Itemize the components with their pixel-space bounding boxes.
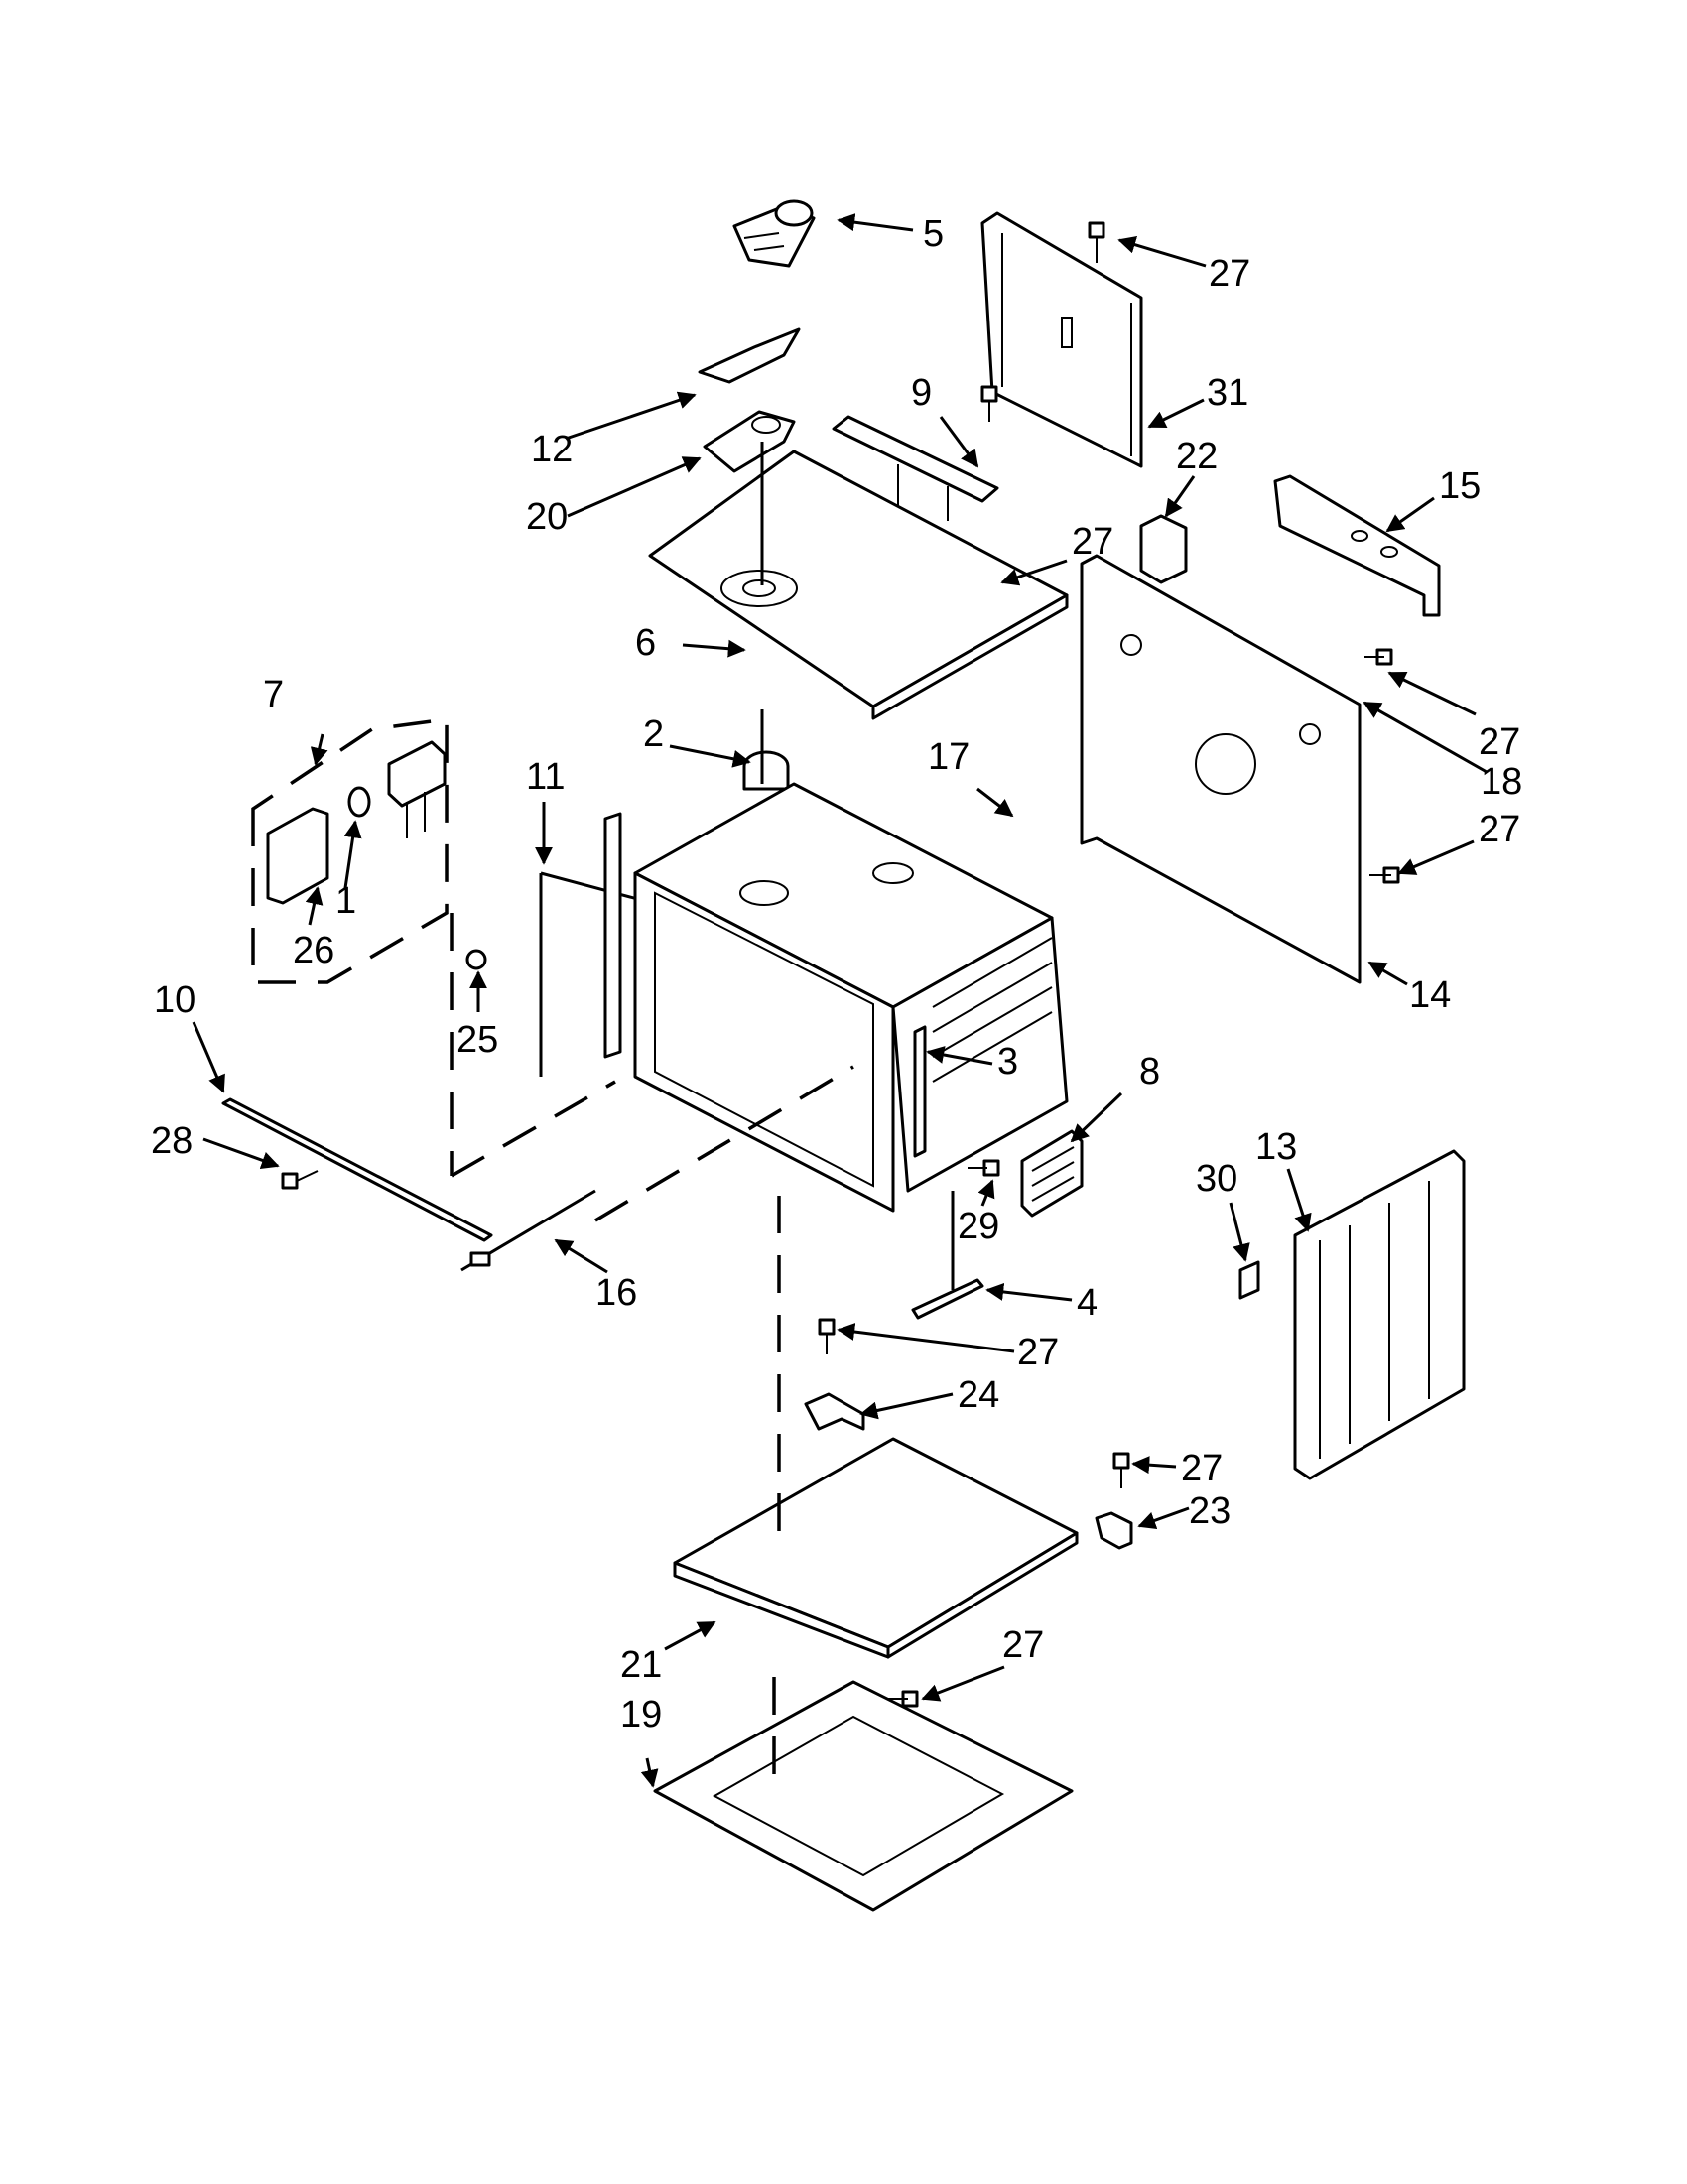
- part-16-probe: [460, 1189, 596, 1272]
- callout-4: 4: [1077, 1282, 1098, 1324]
- callout-3: 3: [997, 1041, 1018, 1083]
- part-6-top-plate: [648, 450, 1069, 720]
- part-30-clip: [1238, 1260, 1260, 1300]
- part-3-rail: [913, 1025, 927, 1158]
- callout-5: 5: [923, 213, 944, 255]
- screw-27-back-lower: [1369, 866, 1400, 884]
- screw-27-center: [818, 1318, 836, 1354]
- part-7-kit-group: [251, 717, 449, 984]
- screw-fasteners: [281, 221, 1400, 1708]
- part-2-fan-motor: [742, 750, 790, 791]
- callout-27-bottom: 27: [1002, 1624, 1044, 1666]
- oven-cavity: [603, 782, 1069, 1213]
- part-8-vent: [1020, 1129, 1084, 1218]
- screw-29: [968, 1159, 1000, 1177]
- callout-18: 18: [1481, 761, 1522, 803]
- callout-27-right: 27: [1181, 1448, 1223, 1489]
- callout-27-back: 27: [1479, 721, 1520, 763]
- screw-27-bottom: [888, 1690, 919, 1708]
- callout-6: 6: [635, 622, 656, 664]
- part-12-bracket: [698, 327, 801, 384]
- callout-26: 26: [293, 930, 334, 971]
- part-5-latch-motor: [732, 199, 816, 268]
- screw-27-right: [1112, 1452, 1130, 1488]
- callout-10: 10: [154, 979, 195, 1021]
- alignment-lines: [450, 442, 955, 1796]
- screw-27-top-plate: [980, 385, 998, 422]
- callout-20: 20: [526, 496, 568, 538]
- callout-31: 31: [1207, 372, 1248, 414]
- callout-2: 2: [643, 713, 664, 755]
- part-31-rear-panel: [980, 211, 1143, 468]
- part-10-side-trim: [221, 1097, 493, 1242]
- callout-24: 24: [958, 1374, 999, 1416]
- callout-16: 16: [595, 1272, 637, 1314]
- callout-15: 15: [1439, 465, 1481, 507]
- part-22-box: [1139, 514, 1188, 584]
- callout-1: 1: [335, 880, 356, 922]
- screw-28: [281, 1170, 319, 1190]
- screw-25: [465, 949, 487, 970]
- callout-22: 22: [1176, 436, 1218, 477]
- part-14-back-panel: [1080, 554, 1362, 984]
- part-19-bottom-pan: [653, 1680, 1074, 1912]
- callout-28: 28: [151, 1120, 193, 1162]
- callout-17: 17: [928, 736, 970, 778]
- callout-8: 8: [1139, 1051, 1160, 1092]
- callout-11: 11: [526, 756, 565, 798]
- screw-27-back-right: [1364, 648, 1393, 666]
- part-24-bracket: [804, 1392, 865, 1431]
- part-26-display: [266, 807, 329, 905]
- part-23-bracket: [1095, 1511, 1133, 1550]
- callout-27-top-plate: 27: [1072, 521, 1113, 563]
- callout-30: 30: [1196, 1158, 1237, 1200]
- callout-labels: 5 27 31 9 12 20 22 15 27 6 27 18 2 17 27…: [151, 213, 1522, 1735]
- callout-27-back-lower: 27: [1479, 809, 1520, 850]
- callout-29: 29: [958, 1206, 999, 1247]
- part-1-bulb: [347, 786, 371, 818]
- part-21-bottom-cover: [673, 1437, 1079, 1659]
- callout-25: 25: [456, 1019, 498, 1061]
- callout-13: 13: [1255, 1126, 1297, 1168]
- part-4-bracket: [911, 1278, 984, 1320]
- callout-9: 9: [911, 372, 932, 414]
- callout-7: 7: [263, 674, 284, 715]
- callout-21: 21: [620, 1644, 662, 1686]
- leader-arrows: [192, 213, 1488, 1788]
- callout-27-center: 27: [1017, 1332, 1059, 1373]
- callout-23: 23: [1189, 1490, 1231, 1532]
- callout-12: 12: [531, 429, 573, 470]
- part-20-bracket: [703, 410, 796, 473]
- screw-27-top: [1088, 221, 1105, 263]
- part-13-side-panel: [1293, 1149, 1466, 1480]
- part-9-deflector: [832, 415, 999, 521]
- callout-19: 19: [620, 1694, 662, 1735]
- part-15-cover: [1273, 474, 1441, 617]
- callout-27-top: 27: [1209, 253, 1250, 295]
- part-11-sensor: [539, 871, 646, 1077]
- callout-14: 14: [1409, 974, 1451, 1016]
